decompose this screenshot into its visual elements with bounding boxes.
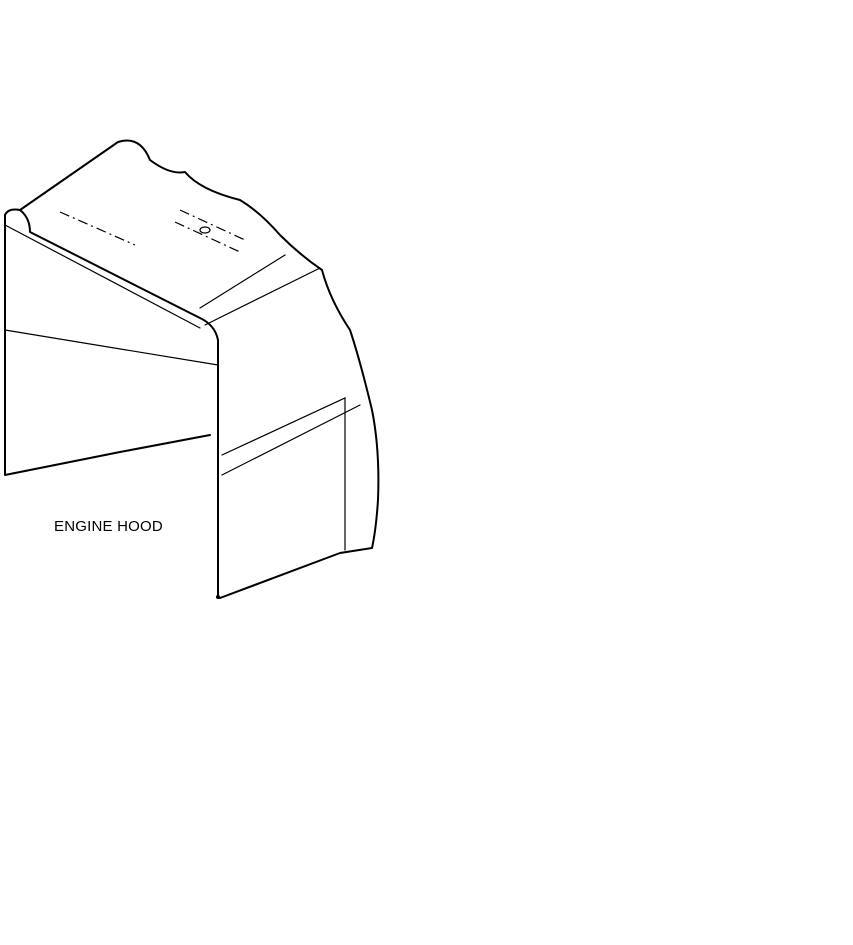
engine-hood-label: ENGINE HOOD [54, 518, 163, 535]
engine-hood [4, 139, 380, 599]
